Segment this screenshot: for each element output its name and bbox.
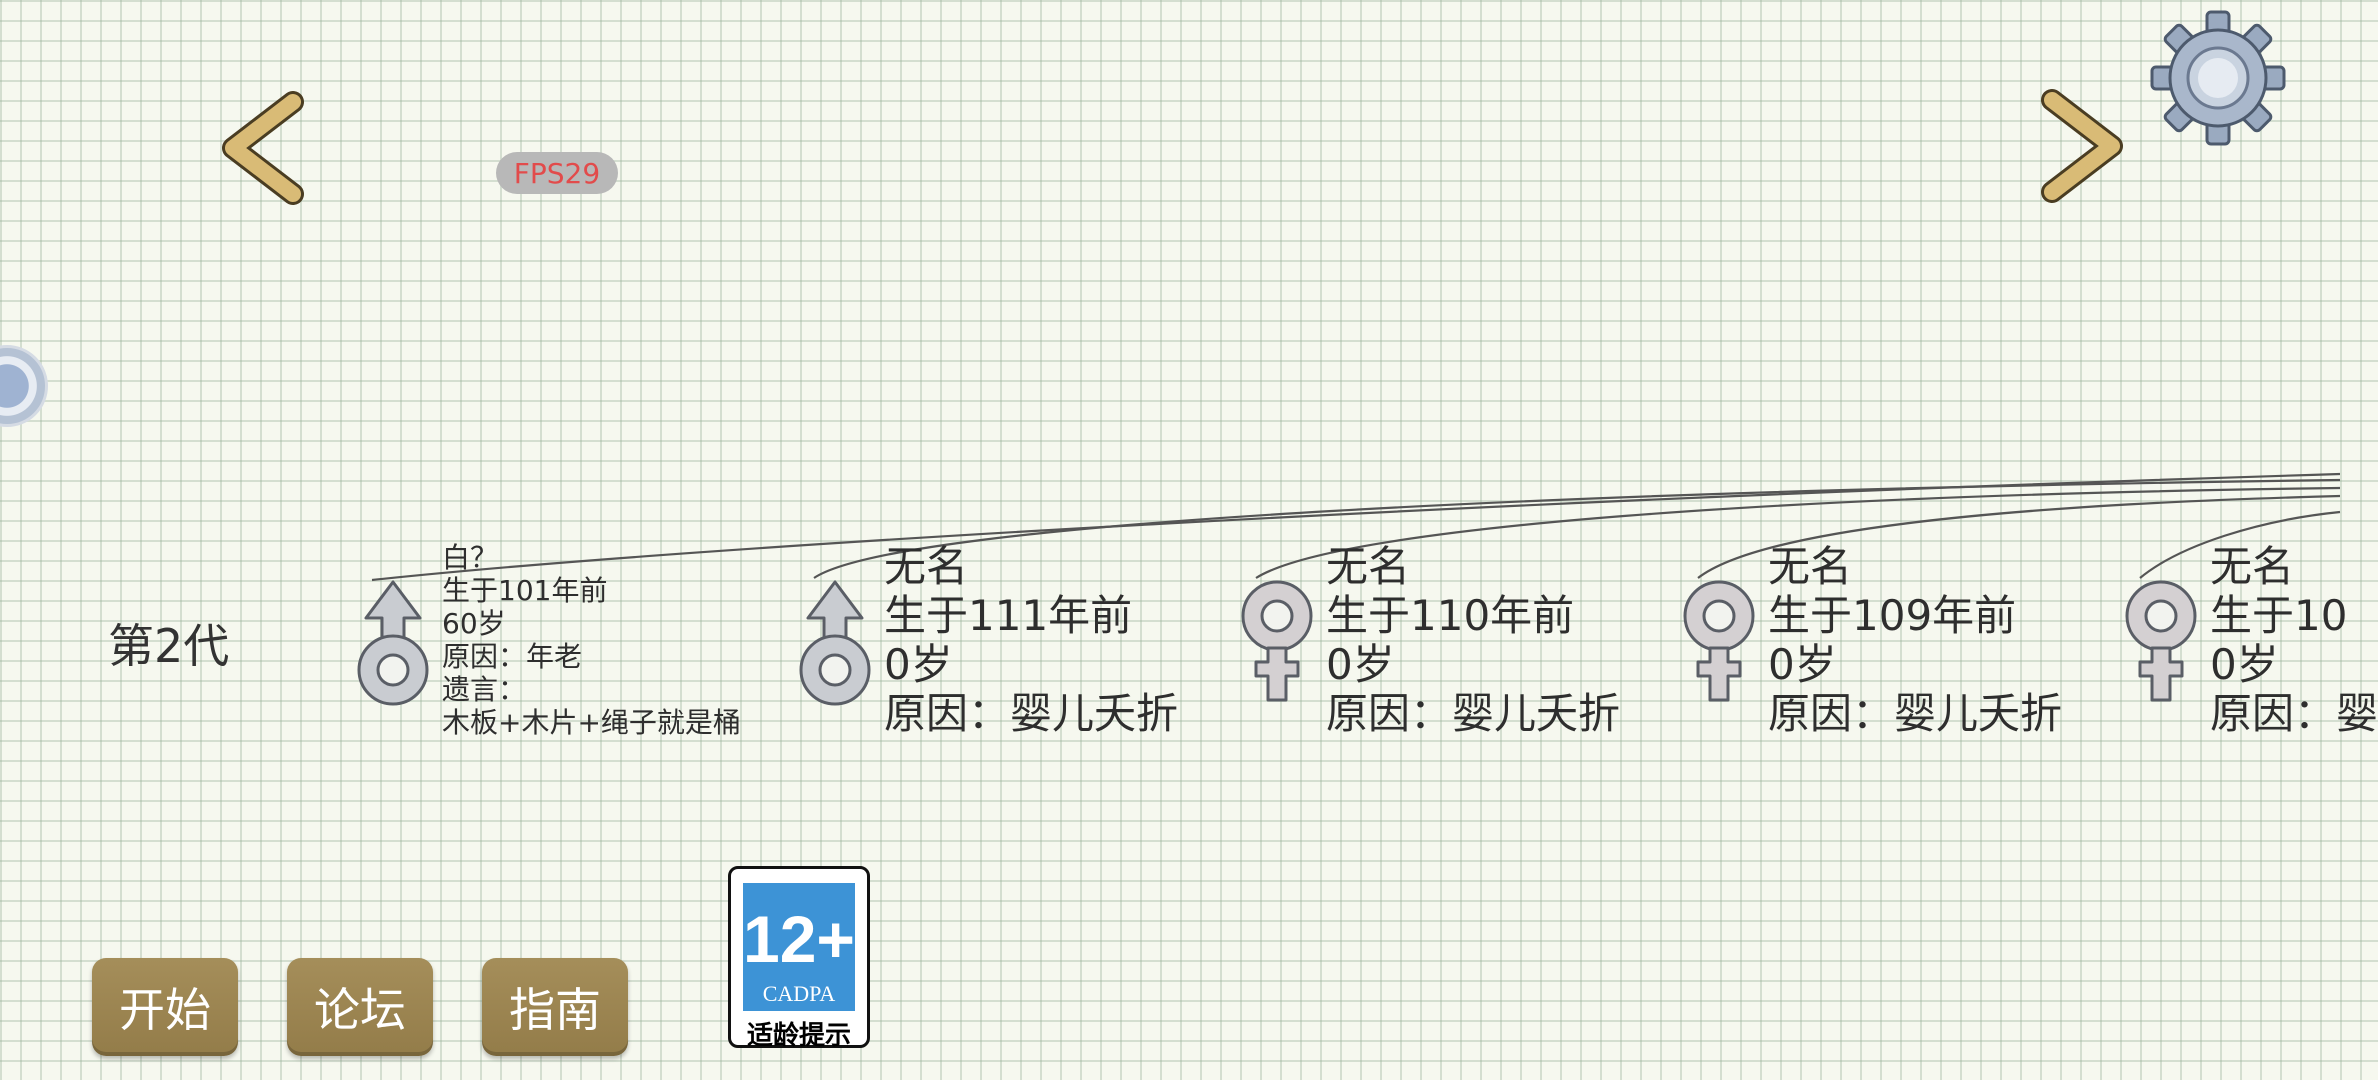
person-age: 0岁	[1326, 640, 1395, 689]
age-rating-caption: 适龄提示	[746, 1021, 851, 1051]
person-card[interactable]	[1678, 578, 1760, 712]
person-age: 0岁	[884, 640, 953, 689]
person-name: 无名	[2210, 542, 2295, 591]
person-name: 无名	[1768, 542, 1853, 591]
person-cause: 原因：婴儿夭折	[1768, 689, 2063, 738]
generation-label: 第2代	[108, 619, 230, 673]
person-name: 白？	[442, 541, 499, 574]
forum-button[interactable]: 论坛	[287, 958, 433, 1056]
fps-counter: FPS29	[496, 152, 618, 194]
age-rating-number: 12+	[743, 902, 855, 976]
female-symbol-icon	[1241, 580, 1313, 702]
female-symbol-icon	[2125, 580, 2197, 702]
gear-icon	[2150, 10, 2286, 146]
age-rating-panel: 12+ CADPA	[743, 883, 855, 1011]
age-rating-org: CADPA	[762, 981, 836, 1006]
person-name: 无名	[1326, 542, 1411, 591]
start-button[interactable]: 开始	[92, 958, 238, 1056]
person-cause: 原因：婴儿夭折	[884, 689, 1179, 738]
settings-button[interactable]	[2150, 10, 2286, 146]
person-card[interactable]	[352, 578, 434, 712]
prev-arrow-button[interactable]	[215, 90, 315, 210]
person-cause: 原因：年老	[442, 640, 583, 673]
person-info: 白？ 生于101年前 60岁 原因：年老 遗言： 木板+木片+绳子就是桶	[442, 544, 741, 742]
person-cause: 原因：婴儿夭折	[1326, 689, 1621, 738]
male-symbol-icon	[357, 580, 429, 706]
person-age: 60岁	[442, 607, 506, 640]
female-symbol-icon	[1683, 580, 1755, 702]
person-card[interactable]	[1236, 578, 1318, 712]
person-info: 无名 生于111年前 0岁 原因：婴儿夭折	[884, 546, 1178, 742]
person-info: 无名 生于109年前 0岁 原因：婴儿夭折	[1768, 546, 2062, 742]
next-arrow-button[interactable]	[2030, 88, 2130, 208]
side-toggle-button[interactable]	[0, 345, 48, 427]
age-rating-badge[interactable]: 12+ CADPA 适龄提示	[728, 866, 870, 1051]
person-last-words: 木板+木片+绳子就是桶	[442, 706, 741, 739]
person-age: 0岁	[1768, 640, 1837, 689]
person-birth: 生于101年前	[442, 574, 608, 607]
person-birth: 生于111年前	[884, 591, 1133, 640]
guide-button[interactable]: 指南	[482, 958, 628, 1056]
person-card[interactable]	[2120, 578, 2202, 712]
person-info: 无名 生于110年前 0岁 原因：婴儿夭折	[1326, 546, 1620, 742]
person-birth: 生于110年前	[1326, 591, 1575, 640]
person-info: 无名 生于10 0岁 原因：婴	[2210, 546, 2378, 742]
person-age: 0岁	[2210, 640, 2279, 689]
person-cause: 原因：婴	[2210, 689, 2378, 738]
person-last-words-label: 遗言：	[442, 673, 527, 706]
male-symbol-icon	[799, 580, 871, 706]
person-birth: 生于10	[2210, 591, 2348, 640]
person-card[interactable]	[794, 578, 876, 712]
person-birth: 生于109年前	[1768, 591, 2017, 640]
person-name: 无名	[884, 542, 969, 591]
chevron-right-icon	[2041, 89, 2123, 203]
chevron-left-icon	[222, 91, 304, 205]
